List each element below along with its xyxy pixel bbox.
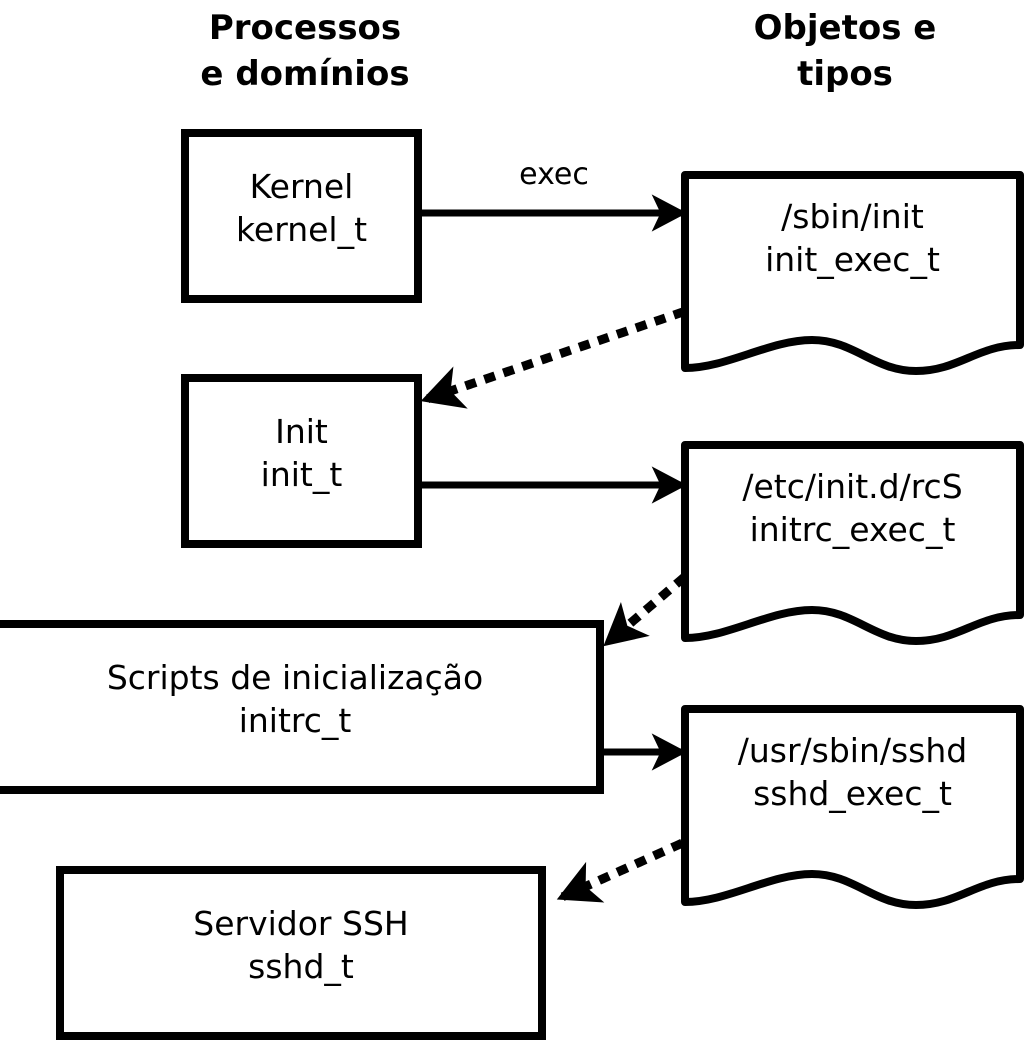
edge-sshd-exec-to-sshd bbox=[554, 839, 684, 904]
column-header-processes: Processos e domínios bbox=[200, 8, 410, 94]
process-box-kernel[interactable] bbox=[181, 129, 422, 303]
process-box-init[interactable] bbox=[181, 374, 422, 548]
process-box-sshd[interactable] bbox=[56, 866, 546, 1040]
object-shape-initrc-exec[interactable] bbox=[681, 441, 1024, 645]
column-header-objects: Objetos e tipos bbox=[753, 8, 937, 94]
object-shape-sshd-exec[interactable] bbox=[681, 705, 1024, 909]
edge-initrc-exec-to-initrc bbox=[599, 573, 688, 651]
edge-init-exec-to-init bbox=[418, 307, 686, 409]
edge-label-exec: exec bbox=[519, 157, 589, 192]
object-shape-init-exec[interactable] bbox=[681, 171, 1024, 375]
process-box-initrc[interactable] bbox=[0, 620, 604, 794]
